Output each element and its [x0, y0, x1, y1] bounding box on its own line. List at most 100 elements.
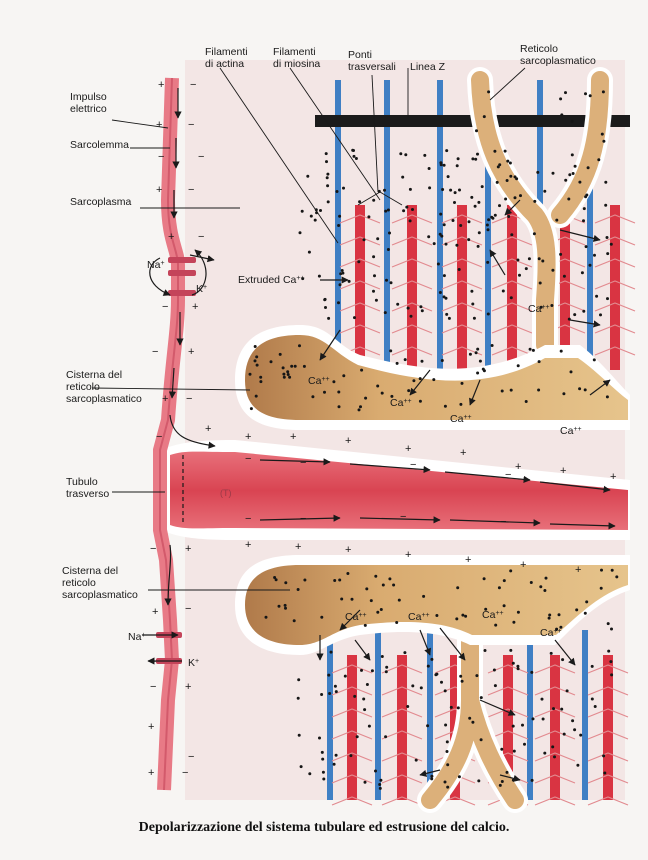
- k-label-top: K+: [196, 283, 207, 295]
- ca-label: Ca++: [450, 413, 472, 425]
- calcium-dot: [446, 763, 450, 767]
- calcium-dot: [533, 199, 537, 203]
- calcium-dot: [320, 615, 324, 619]
- calcium-dot: [372, 198, 376, 202]
- cross-bridge: [381, 686, 423, 696]
- cross-bridge: [587, 730, 629, 740]
- calcium-dot: [458, 188, 461, 192]
- calcium-dot: [493, 684, 497, 688]
- calcium-dot: [403, 358, 407, 362]
- cross-bridge: [594, 258, 636, 268]
- calcium-dot: [571, 719, 575, 723]
- calcium-dot: [362, 697, 366, 701]
- calcium-dot: [443, 780, 447, 784]
- label-t-tag: (T): [220, 488, 232, 498]
- calcium-dot: [524, 267, 528, 271]
- calcium-dot: [538, 281, 542, 285]
- label-ponti-trasversali: Ponti: [348, 49, 372, 61]
- calcium-dot: [376, 384, 380, 388]
- charge-sign: +: [245, 539, 251, 551]
- calcium-dot: [380, 655, 384, 658]
- calcium-dot: [324, 306, 327, 309]
- calcium-dot: [507, 215, 511, 218]
- charge-sign: +: [465, 554, 471, 566]
- calcium-dot: [326, 172, 330, 176]
- charge-sign: −: [300, 457, 306, 469]
- calcium-dot: [609, 660, 613, 664]
- calcium-dot: [590, 697, 594, 701]
- calcium-dot: [562, 392, 566, 396]
- calcium-dot: [284, 581, 288, 585]
- calcium-dot: [583, 611, 587, 615]
- calcium-dot: [459, 224, 463, 227]
- calcium-dot: [427, 167, 431, 170]
- cross-bridge: [587, 752, 629, 762]
- calcium-dot: [354, 157, 358, 160]
- charge-sign: −: [400, 511, 406, 523]
- calcium-dot: [464, 614, 468, 618]
- calcium-dot: [595, 294, 599, 298]
- calcium-dot: [500, 780, 504, 783]
- calcium-dot: [562, 274, 566, 278]
- cross-bridge: [441, 258, 483, 268]
- charge-sign: +: [162, 393, 168, 405]
- calcium-dot: [503, 149, 507, 153]
- calcium-dot: [516, 258, 520, 262]
- calcium-dot: [536, 170, 540, 174]
- calcium-dot: [605, 236, 609, 239]
- charge-sign: +: [156, 184, 162, 196]
- calcium-dot: [516, 667, 520, 671]
- charge-sign: +: [168, 231, 174, 243]
- calcium-dot: [298, 344, 301, 348]
- calcium-dot: [441, 188, 445, 191]
- calcium-dot: [501, 289, 505, 293]
- calcium-dot: [350, 597, 354, 601]
- calcium-dot: [593, 705, 597, 708]
- calcium-dot: [547, 616, 551, 620]
- cross-bridge: [587, 686, 629, 696]
- myosin-filament: [407, 205, 417, 370]
- label-cisterna-upper-2: reticolo: [66, 381, 100, 393]
- calcium-dot: [606, 297, 609, 301]
- calcium-dot: [455, 164, 459, 168]
- calcium-dot: [341, 271, 345, 275]
- calcium-dot: [379, 608, 383, 611]
- calcium-dot: [378, 786, 382, 790]
- calcium-dot: [320, 693, 324, 696]
- calcium-dot: [365, 587, 369, 591]
- calcium-dot: [411, 208, 414, 211]
- calcium-dot: [606, 622, 610, 626]
- cross-bridge: [339, 302, 381, 312]
- calcium-dot: [353, 316, 356, 320]
- calcium-dot: [320, 750, 324, 754]
- calcium-dot: [562, 732, 566, 736]
- calcium-dot: [438, 232, 442, 236]
- calcium-dot: [379, 778, 383, 782]
- calcium-dot: [321, 770, 325, 774]
- calcium-dot: [318, 736, 321, 740]
- calcium-dot: [470, 195, 474, 199]
- actin-filament: [335, 80, 341, 380]
- calcium-dot: [498, 783, 502, 787]
- calcium-dot: [444, 723, 448, 727]
- cross-bridge: [594, 302, 636, 312]
- calcium-dot: [308, 772, 312, 776]
- calcium-dot: [444, 242, 448, 246]
- actin-filament: [527, 630, 533, 800]
- cross-bridge: [534, 774, 576, 784]
- extruded-text: Extruded Ca: [238, 274, 297, 286]
- calcium-dot: [311, 395, 315, 399]
- calcium-dot: [468, 716, 472, 720]
- cross-bridge: [594, 346, 636, 356]
- calcium-dot: [585, 600, 589, 604]
- calcium-dot: [505, 179, 509, 182]
- calcium-dot: [477, 779, 481, 783]
- calcium-dot: [605, 395, 609, 399]
- calcium-dot: [334, 690, 338, 694]
- calcium-dot: [303, 578, 307, 582]
- calcium-dot: [369, 599, 373, 603]
- cross-bridge: [491, 236, 533, 246]
- calcium-dot: [467, 220, 471, 224]
- calcium-dot: [372, 255, 376, 259]
- label-reticolo: Reticolo: [520, 43, 558, 55]
